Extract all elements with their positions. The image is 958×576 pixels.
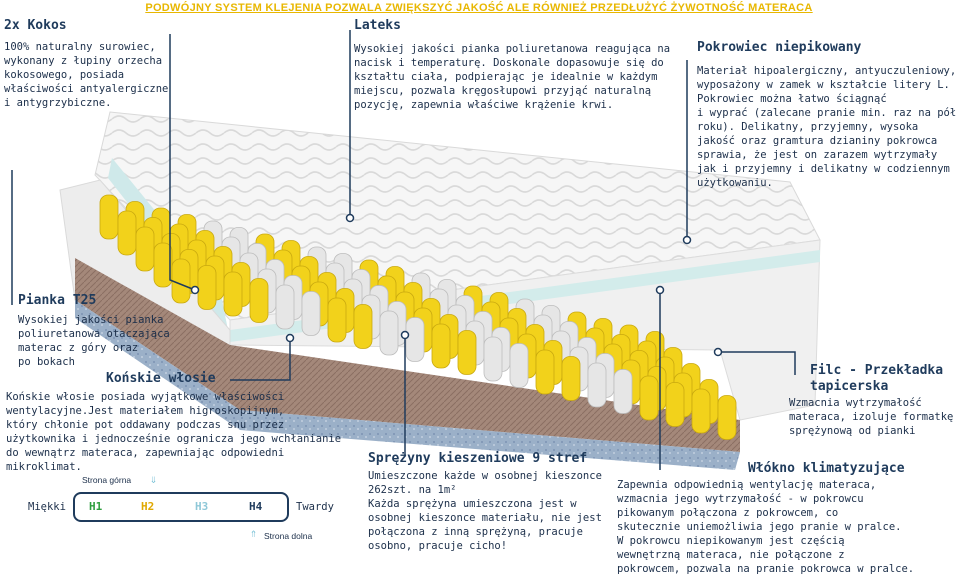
scale-bottom-note: Strona dolna (264, 531, 313, 541)
pocket-spring (275, 284, 295, 330)
scale-level-h2: H2 (141, 500, 155, 513)
pocket-spring (301, 291, 321, 336)
wlokno-text: Zapewnia odpowiednią wentylację materaca… (617, 479, 915, 575)
pocket-spring (587, 362, 607, 408)
pocket-spring (665, 382, 685, 427)
wlosie-text: Końskie włosie posiada wyjątkowe właściw… (6, 391, 342, 473)
pocket-spring (431, 323, 451, 369)
pocket-spring (405, 317, 425, 362)
wlosie-title: Końskie włosie (106, 371, 216, 386)
scale-level-h3: H3 (195, 500, 209, 513)
top-banner: PODWÓJNY SYSTEM KLEJENIA POZWALA ZWIĘKSZ… (145, 2, 813, 14)
pocket-spring (535, 349, 555, 395)
filc-text: Wzmacnia wytrzymałość materaca, izoluje … (789, 397, 954, 437)
pocket-spring (171, 258, 191, 304)
pianka-title: Pianka T25 (18, 293, 97, 308)
pocket-spring (249, 278, 269, 323)
fiber-layer (75, 300, 740, 470)
pocket-spring (99, 194, 119, 240)
pocket-spring (483, 336, 503, 382)
arrow-up-icon: ⇑ (250, 526, 258, 540)
arrow-down-icon: ⇓ (150, 472, 158, 486)
lateks-text: Wysokiej jakości pianka poliuretanowa re… (354, 43, 671, 111)
kokos-title: 2x Kokos (4, 18, 67, 33)
scale-level-h1: H1 (89, 500, 103, 513)
wlokno-title: Włókno klimatyzujące (748, 461, 905, 476)
pocket-spring (509, 343, 529, 388)
pocket-spring (639, 375, 659, 421)
scale-level-h4: H4 (249, 500, 263, 513)
horsehair-layer (75, 258, 740, 452)
pocket-spring (223, 271, 243, 317)
pocket-spring (117, 210, 137, 256)
kokos-text: 100% naturalny surowiec, wykonany z łupi… (4, 41, 169, 109)
pocket-springs (99, 194, 737, 440)
filc-title: Filc - Przekładka tapicerska (810, 363, 944, 394)
pocket-spring (717, 395, 737, 440)
pocket-spring (691, 388, 711, 434)
scale-left-label: Miękki (28, 501, 66, 513)
lateks-title: Lateks (354, 18, 401, 33)
pokrowiec-text: Materiał hipoalergiczny, antyuczuleniowy… (697, 65, 957, 189)
scale-right-label: Twardy (296, 501, 334, 513)
scale-top-note: Strona górna (82, 475, 132, 485)
firmness-scale: H1 H2 H3 H4 (73, 492, 289, 522)
sprezyny-text: Umieszczone każde w osobnej kieszonce 26… (368, 470, 602, 552)
sprezyny-title: Sprężyny kieszeniowe 9 stref (368, 451, 588, 466)
pocket-spring (613, 369, 633, 414)
pocket-spring (457, 330, 477, 375)
pocket-spring (379, 310, 399, 356)
pianka-text: Wysokiej jakości pianka poliuretanowa ot… (18, 314, 170, 368)
pocket-spring (353, 304, 373, 349)
pocket-spring (561, 356, 581, 401)
pocket-spring (327, 297, 347, 343)
pocket-spring (135, 226, 155, 272)
pocket-spring (197, 265, 217, 310)
pokrowiec-title: Pokrowiec niepikowany (697, 40, 862, 55)
